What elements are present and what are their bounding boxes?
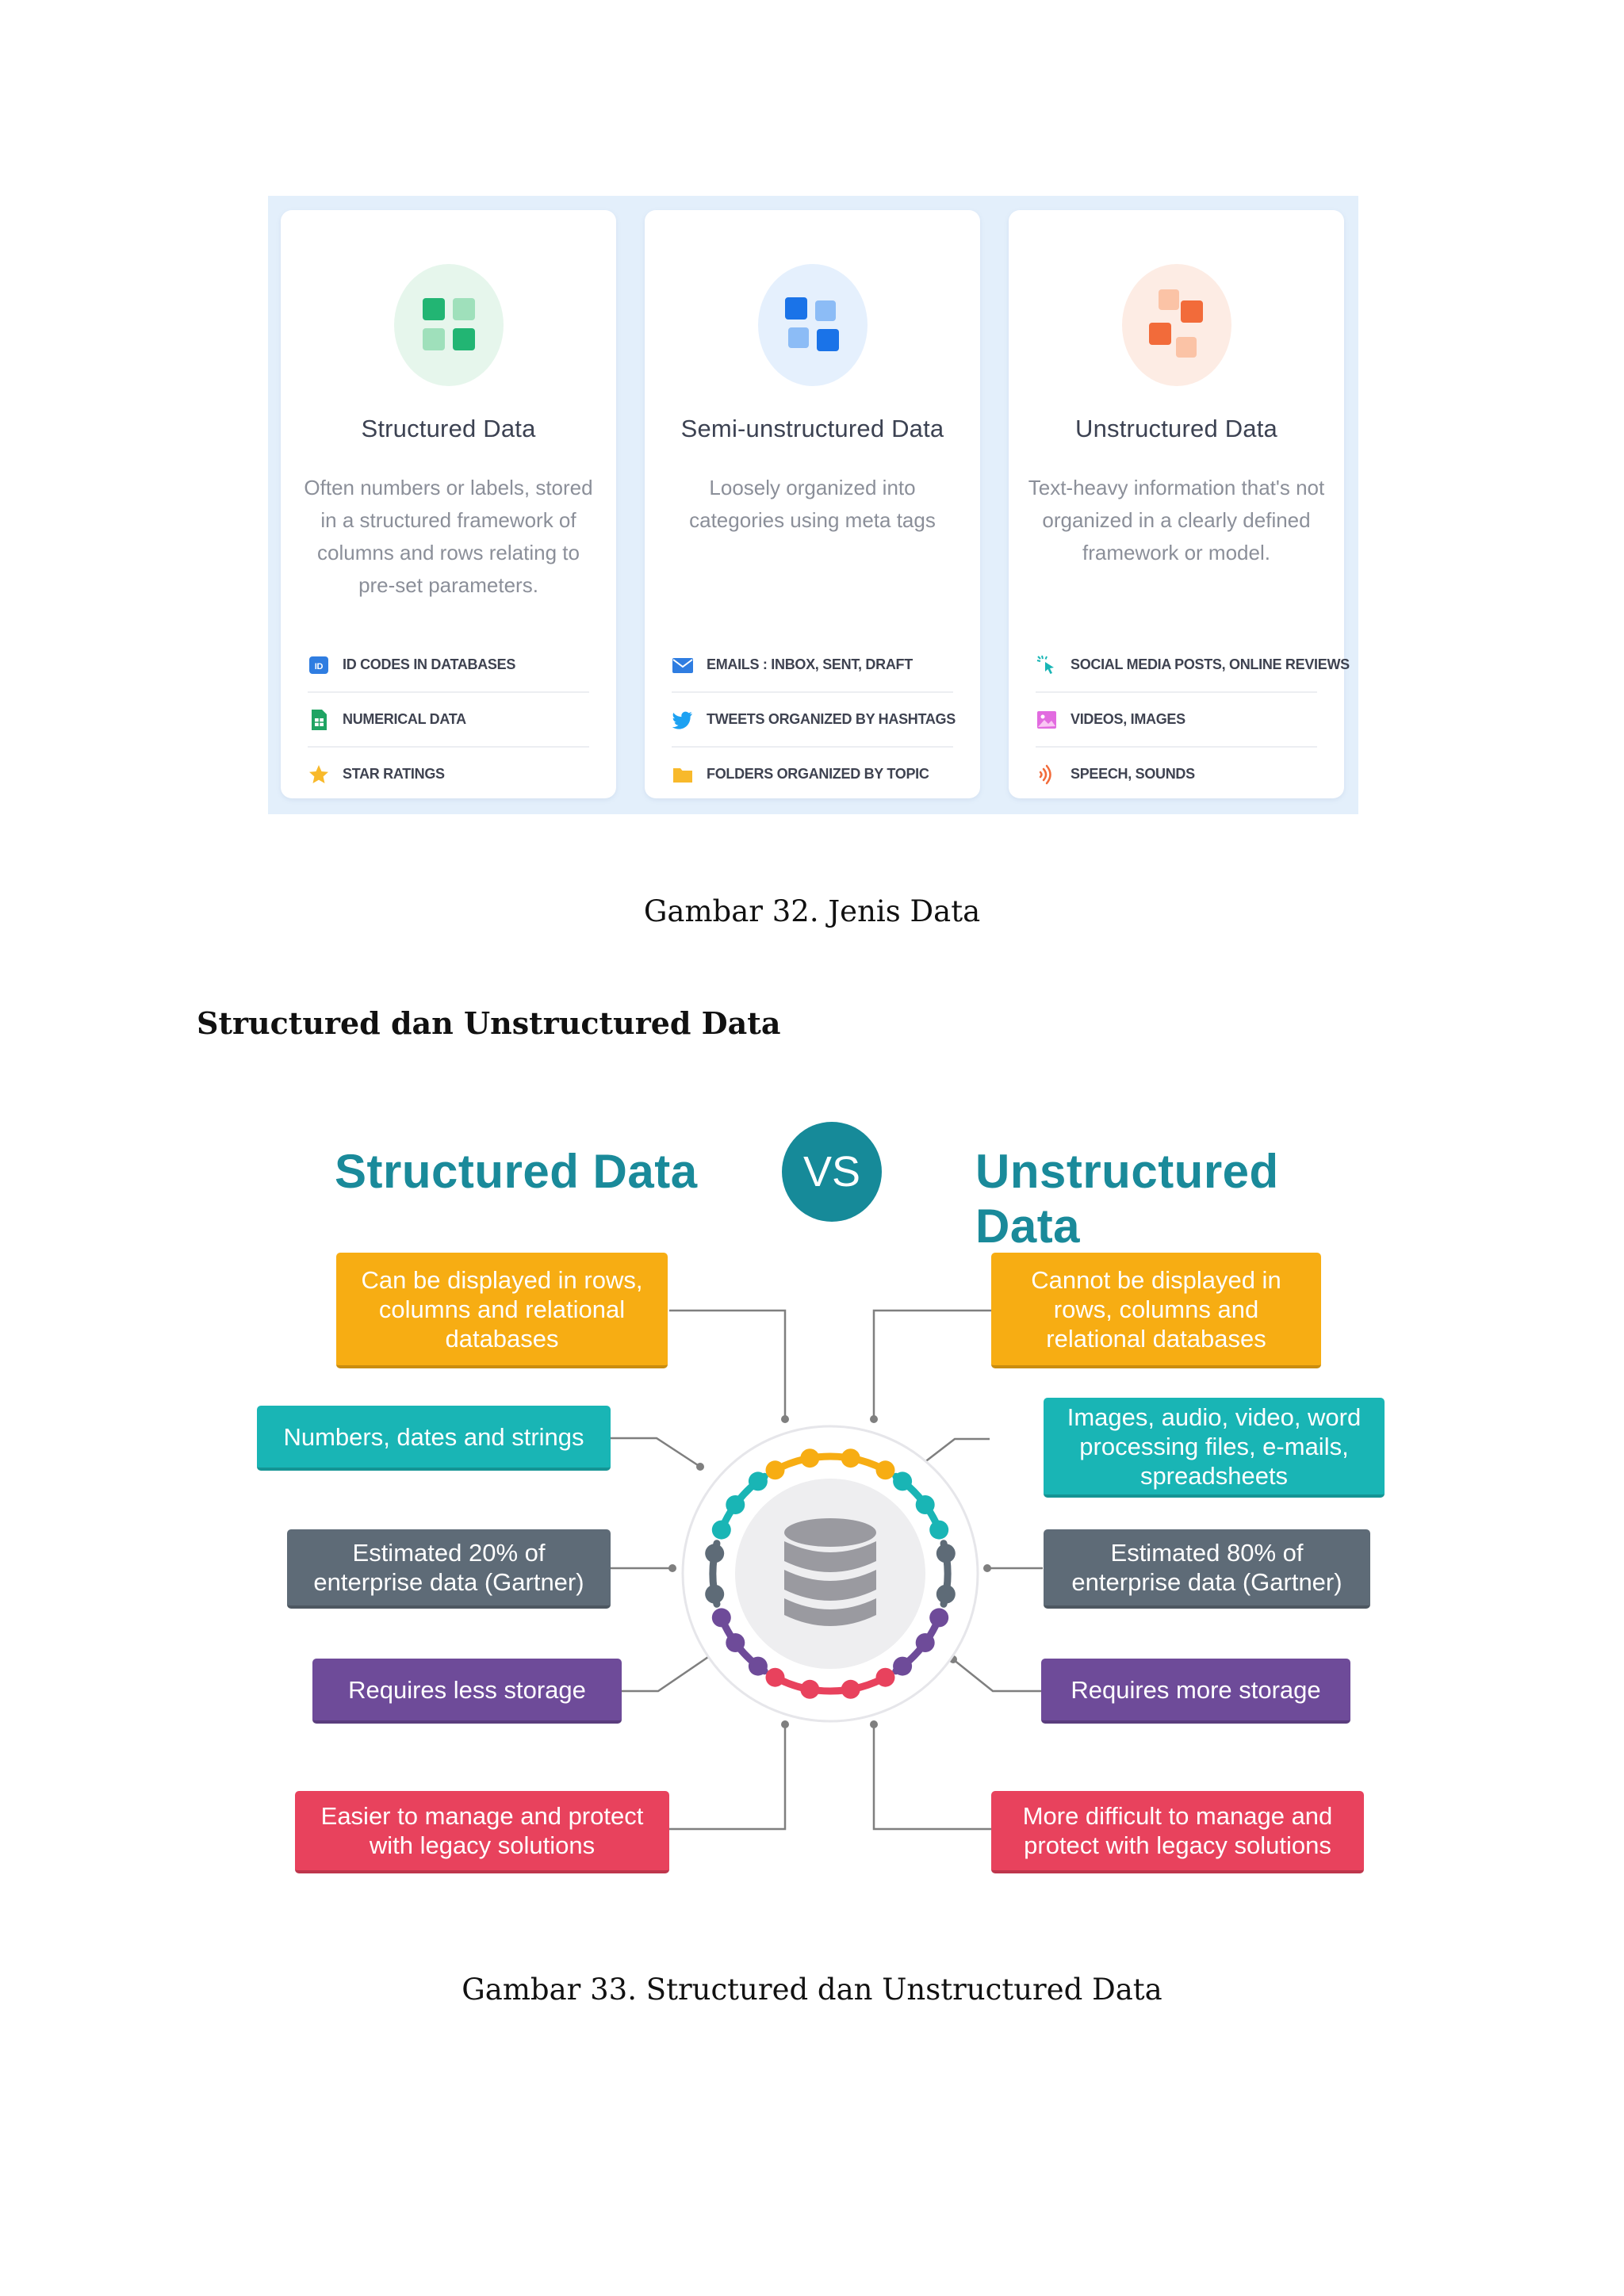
image-icon: [1037, 710, 1056, 729]
card-example-list: EMAILS : INBOX, SENT, DRAFT TWEETS ORGAN…: [672, 638, 956, 801]
card-description: Text-heavy information that's not organi…: [1028, 476, 1325, 564]
section-heading: Structured dan Unstructured Data: [197, 1005, 781, 1041]
ring-dot: [705, 1584, 725, 1604]
ring-dot: [893, 1471, 913, 1491]
list-item: ID ID CODES IN DATABASES: [308, 638, 589, 693]
ring-dot: [765, 1460, 785, 1480]
list-item: VIDEOS, IMAGES: [1036, 693, 1317, 748]
ring-dot: [893, 1656, 913, 1676]
list-item: SPEECH, SOUNDS: [1036, 748, 1317, 801]
ring-dot: [800, 1679, 820, 1699]
figure-caption: Gambar 33. Structured dan Unstructured D…: [462, 1973, 1162, 2007]
connector-diagram: [611, 1309, 1043, 1831]
inner-circle: [735, 1479, 925, 1669]
ring-dot: [929, 1520, 949, 1540]
list-item: NUMERICAL DATA: [308, 693, 589, 748]
scattered-squares-icon: [1121, 264, 1231, 386]
structured-grid-icon: [393, 264, 504, 386]
list-item: STAR RATINGS: [308, 748, 589, 801]
unstructured-data-title: Unstructured Data: [975, 1145, 1279, 1253]
unstructured-feature-box: Estimated 80% of enterprise data (Gartne…: [1044, 1529, 1370, 1609]
list-item: SOCIAL MEDIA POSTS, ONLINE REVIEWS: [1036, 638, 1350, 693]
ring-dot: [936, 1584, 956, 1604]
structured-feature-box: Requires less storage: [312, 1659, 622, 1724]
id-badge-icon: ID: [309, 656, 328, 674]
card-title: Structured Data: [361, 415, 536, 442]
unstructured-data-card: Unstructured Data Text-heavy information…: [1009, 210, 1350, 801]
card-description: Loosely organized into categories using …: [689, 476, 936, 532]
click-pointer-icon: [1036, 655, 1054, 674]
structured-vs-unstructured-figure: Structured Data VS Unstructured Data Can…: [254, 1106, 1396, 1915]
ring-dot: [711, 1520, 731, 1540]
vs-badge: VS: [782, 1122, 882, 1222]
semi-structured-grid-icon: [757, 264, 868, 386]
ring-dot: [875, 1460, 895, 1480]
unstructured-feature-box: Requires more storage: [1041, 1659, 1350, 1724]
ring-dot: [765, 1667, 785, 1687]
svg-text:ID: ID: [315, 662, 324, 672]
ring-dot: [800, 1448, 820, 1468]
structured-feature-box: Easier to manage and protect with legacy…: [295, 1791, 669, 1873]
ring-dot: [726, 1633, 745, 1652]
unstructured-feature-box: Cannot be displayed in rows, columns and…: [991, 1253, 1321, 1368]
ring-dot: [841, 1679, 860, 1699]
figure-caption: Gambar 32. Jenis Data: [643, 894, 981, 928]
ring-dots: [705, 1448, 956, 1699]
structured-feature-box: Can be displayed in rows, columns and re…: [336, 1253, 668, 1368]
semi-unstructured-data-card: Semi-unstructured Data Loosely organized…: [645, 210, 980, 798]
ring-dot: [711, 1608, 731, 1628]
list-item: EMAILS : INBOX, SENT, DRAFT: [672, 638, 953, 693]
spreadsheet-icon: [312, 709, 327, 730]
email-icon: [672, 657, 693, 673]
ring-dot: [748, 1656, 768, 1676]
card-description: Often numbers or labels, stored in a str…: [304, 476, 593, 597]
card-title: Semi-unstructured Data: [680, 415, 944, 442]
list-item: TWEETS ORGANIZED BY HASHTAGS: [672, 693, 956, 748]
unstructured-feature-box: More difficult to manage and protect wit…: [991, 1791, 1364, 1873]
ring-dot: [875, 1667, 895, 1687]
structured-data-title: Structured Data: [335, 1145, 698, 1198]
ring-dot: [841, 1448, 860, 1468]
structured-feature-box: Estimated 20% of enterprise data (Gartne…: [287, 1529, 611, 1609]
unstructured-feature-box: Images, audio, video, word processing fi…: [1044, 1398, 1385, 1498]
data-types-figure: Structured Data Often numbers or labels,…: [268, 196, 1358, 814]
card-title: Unstructured Data: [1075, 415, 1277, 442]
connector-lines: [611, 1309, 1043, 1831]
folder-icon: [673, 767, 692, 783]
ring-dot: [929, 1608, 949, 1628]
ring-dot: [915, 1633, 935, 1652]
ring-dot: [936, 1544, 956, 1563]
sound-wave-icon: [1039, 764, 1051, 784]
card-example-list: ID ID CODES IN DATABASES NUMERICAL DATA …: [308, 638, 589, 801]
database-icon: [784, 1518, 876, 1626]
card-example-list: SOCIAL MEDIA POSTS, ONLINE REVIEWS VIDEO…: [1036, 638, 1350, 801]
ring-dot: [915, 1495, 935, 1514]
structured-data-card: Structured Data Often numbers or labels,…: [281, 210, 616, 798]
ring-dot: [748, 1471, 768, 1491]
ring-dot: [705, 1544, 725, 1563]
star-icon: [309, 764, 328, 783]
twitter-bird-icon: [672, 711, 692, 729]
ring-dot: [726, 1495, 745, 1514]
list-item: FOLDERS ORGANIZED BY TOPIC: [672, 748, 953, 801]
structured-feature-box: Numbers, dates and strings: [257, 1406, 611, 1471]
